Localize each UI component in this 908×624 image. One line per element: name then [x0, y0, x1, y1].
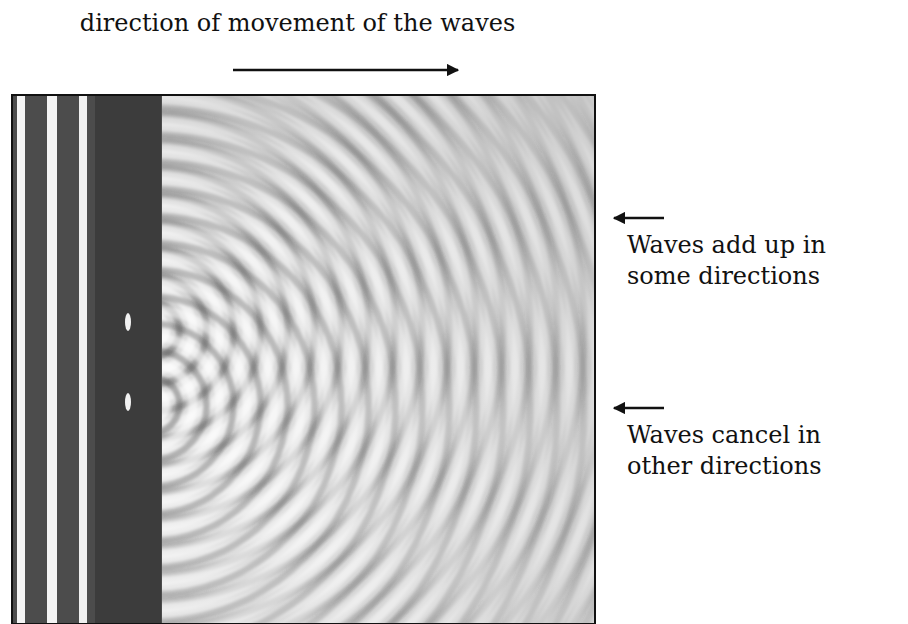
- slit-highlight: [125, 313, 131, 331]
- wave-trough: [158, 95, 595, 624]
- wave-crest: [158, 95, 595, 624]
- wave-trough: [158, 95, 595, 624]
- wave-crest: [158, 95, 595, 624]
- wave-trough: [158, 95, 595, 624]
- wave-crest: [158, 95, 571, 624]
- barrier: [95, 95, 161, 624]
- plane-wavefront: [47, 95, 57, 624]
- wave-crest: [158, 95, 595, 624]
- ripple-tank-photo: [12, 95, 595, 624]
- wave-trough: [158, 95, 477, 624]
- direction-arrow: [233, 69, 458, 72]
- pointer-arrow: [614, 407, 664, 410]
- pointer-arrow: [614, 217, 664, 220]
- wave-trough: [158, 351, 207, 460]
- circular-waves: [158, 95, 595, 624]
- wave-crest: [158, 202, 355, 608]
- plane-wavefront: [79, 95, 87, 624]
- wave-crest: [158, 95, 595, 624]
- photo-frame: [12, 95, 595, 624]
- wave-trough: [158, 95, 595, 624]
- wave-trough: [158, 95, 585, 624]
- wave-trough: [158, 95, 531, 624]
- wave-crest: [158, 95, 517, 624]
- wave-crest: [158, 364, 193, 446]
- wave-trough: [158, 95, 595, 624]
- wave-crest: [158, 95, 595, 624]
- wave-trough: [158, 95, 595, 624]
- wave-crest: [158, 95, 571, 624]
- wave-crest: [158, 95, 595, 624]
- wave-crest: [158, 95, 595, 624]
- wave-trough: [158, 324, 234, 487]
- callout-label: Waves cancel in other directions: [627, 420, 877, 482]
- wave-trough: [158, 95, 595, 624]
- plane-wavefront: [17, 95, 25, 624]
- wave-crest: [158, 121, 436, 624]
- wave-trough: [158, 216, 342, 595]
- wave-trough: [158, 135, 423, 624]
- callout-label: Waves add up in some directions: [627, 230, 877, 292]
- wave-trough: [158, 95, 595, 624]
- direction-caption: direction of movement of the waves: [0, 8, 595, 39]
- wave-trough: [158, 189, 369, 622]
- wave-crest: [158, 229, 328, 581]
- wave-crest: [158, 337, 220, 473]
- wave-crest: [158, 95, 595, 624]
- plane-wave-region: [12, 95, 162, 624]
- slit-highlight: [125, 393, 131, 411]
- wave-crest: [158, 95, 595, 624]
- wave-trough: [158, 95, 595, 624]
